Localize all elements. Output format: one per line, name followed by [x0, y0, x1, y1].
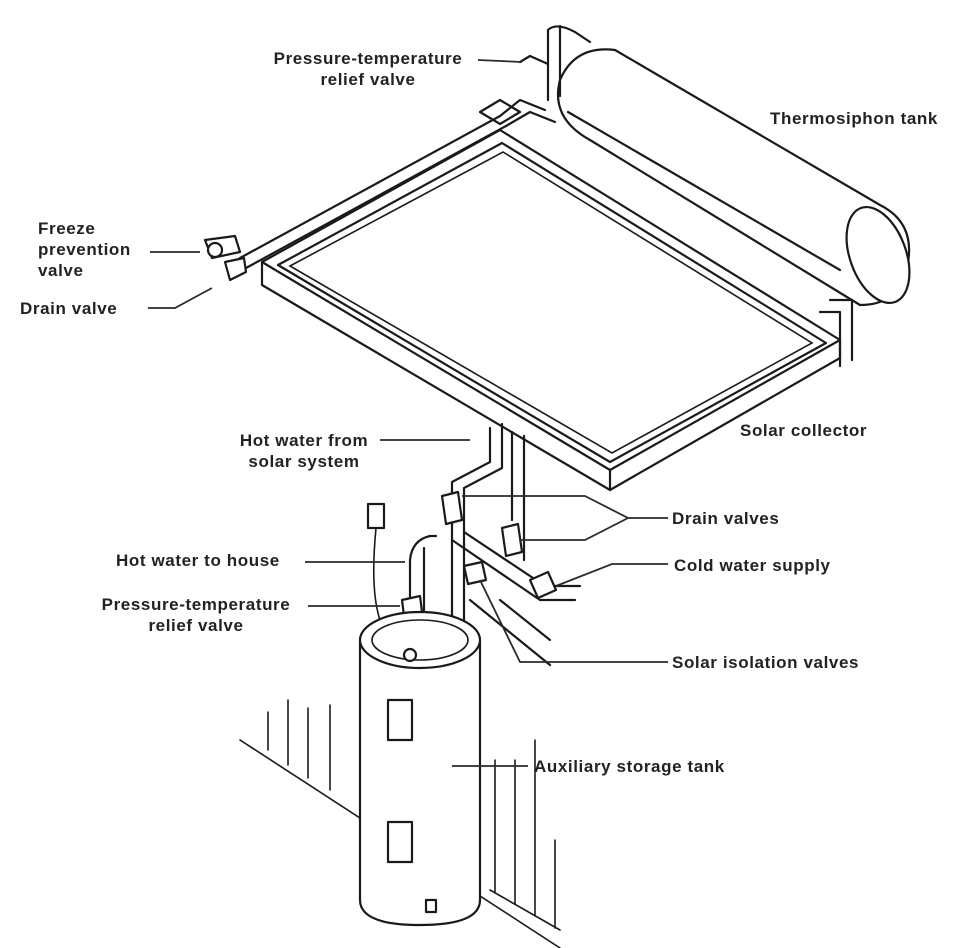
label-cold-water-supply: Cold water supply — [674, 556, 831, 575]
leader-lines — [148, 59, 668, 767]
label-drain-valves: Drain valves — [672, 509, 780, 528]
label-hot-from-solar-line1: Hot water from — [239, 431, 369, 450]
label-auxiliary-storage-tank: Auxiliary storage tank — [534, 757, 725, 776]
drain-valve — [223, 256, 248, 282]
label-freeze-line1: Freeze — [38, 219, 96, 238]
thermosiphon-tank — [556, 48, 911, 307]
label-freeze-line2: prevention — [38, 240, 131, 259]
label-solar-collector: Solar collector — [740, 421, 868, 440]
label-ptrv-bottom-line2: relief valve — [148, 616, 244, 635]
label-ptrv-top-line1: Pressure-temperature — [273, 49, 463, 68]
label-hot-water-to-house: Hot water to house — [116, 551, 280, 570]
auxiliary-storage-tank — [358, 610, 482, 927]
solar-collector — [260, 128, 842, 492]
label-freeze-prevention-valve: Freeze prevention valve — [38, 218, 131, 281]
label-hot-water-from-solar: Hot water from solar system — [224, 430, 384, 472]
label-ptrv-bottom: Pressure-temperature relief valve — [88, 594, 304, 636]
label-drain-valve: Drain valve — [20, 299, 118, 318]
top-piping — [238, 24, 854, 368]
label-hot-from-solar-line2: solar system — [248, 452, 360, 471]
label-ptrv-bottom-line1: Pressure-temperature — [101, 595, 291, 614]
label-thermosiphon-tank: Thermosiphon tank — [770, 109, 938, 128]
label-ptrv-top: Pressure-temperature relief valve — [260, 48, 476, 90]
freeze-prevention-valve — [203, 234, 242, 260]
label-freeze-line3: valve — [38, 261, 84, 280]
label-ptrv-top-line2: relief valve — [320, 70, 416, 89]
label-solar-isolation-valves: Solar isolation valves — [672, 653, 860, 672]
